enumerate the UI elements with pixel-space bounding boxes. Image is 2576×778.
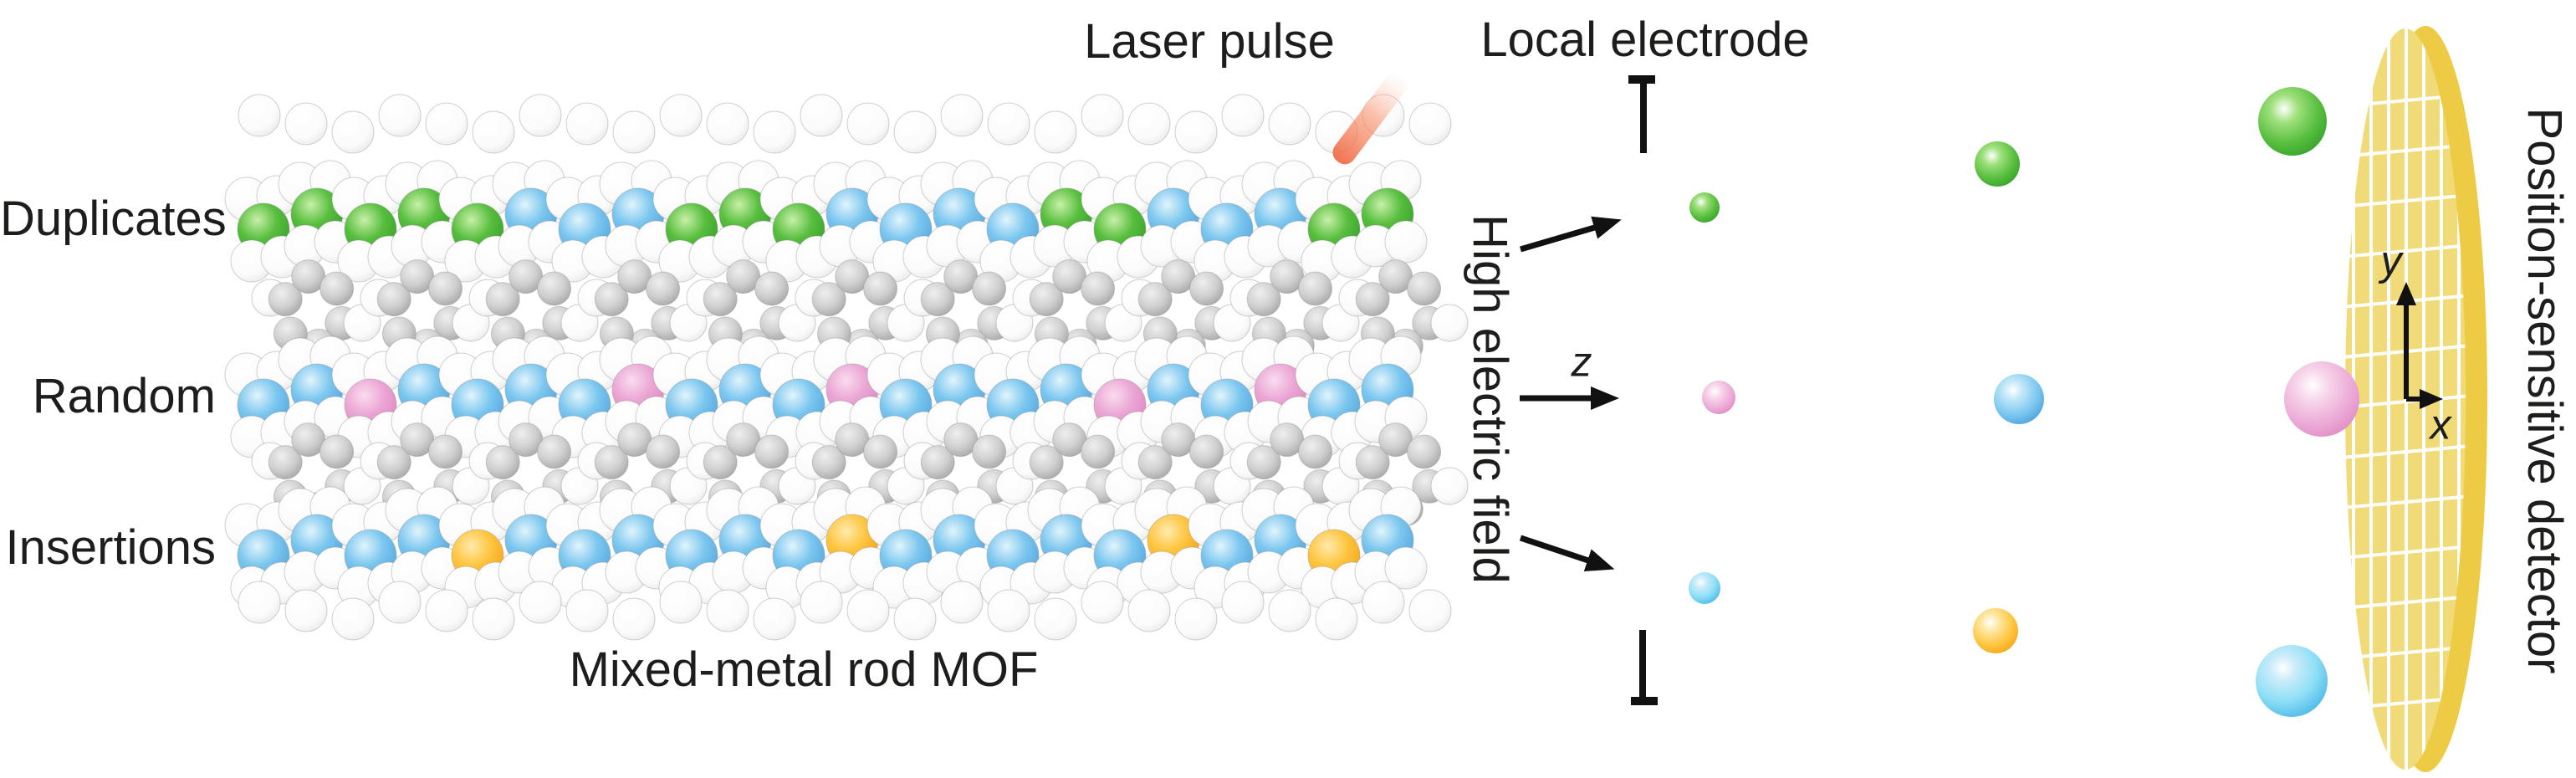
label-random: Random bbox=[32, 369, 216, 423]
ion-random-near bbox=[1702, 381, 1735, 414]
field-arrows bbox=[1519, 216, 1622, 572]
ion-insertions-mid bbox=[1973, 608, 2018, 653]
label-duplicates: Duplicates bbox=[0, 192, 227, 246]
detector-axes bbox=[2396, 282, 2443, 409]
x-axis-label: x bbox=[2430, 401, 2451, 448]
mof-molecule-illustration bbox=[224, 94, 1469, 641]
ion-duplicates-mid bbox=[1975, 141, 2020, 187]
caption-mof: Mixed-metal rod MOF bbox=[569, 642, 1039, 698]
ion-insertions-near bbox=[1689, 572, 1720, 604]
local-electrode-top-tick bbox=[1628, 75, 1655, 153]
label-local-electrode: Local electrode bbox=[1480, 13, 1810, 68]
label-position-sensitive-detector: Position-sensitive detector bbox=[2517, 107, 2572, 674]
laser-beam bbox=[1332, 73, 1408, 165]
position-sensitive-detector bbox=[2345, 26, 2487, 772]
ion-duplicates-far bbox=[2258, 87, 2327, 156]
field-arrow-top bbox=[1520, 216, 1622, 253]
field-arrow-bottom bbox=[1519, 535, 1615, 572]
local-electrode-bottom-tick bbox=[1631, 630, 1658, 705]
z-axis-label: z bbox=[1571, 338, 1592, 386]
label-insertions: Insertions bbox=[5, 520, 216, 575]
ion-duplicates-near bbox=[1689, 192, 1720, 223]
ion-insertions-far bbox=[2256, 645, 2328, 717]
label-laser-pulse: Laser pulse bbox=[1084, 14, 1335, 69]
ion-random-mid bbox=[1994, 374, 2044, 424]
y-axis-label: y bbox=[2380, 237, 2402, 284]
ion-random-far bbox=[2284, 361, 2359, 437]
label-high-electric-field: High electric field bbox=[1462, 214, 1517, 584]
